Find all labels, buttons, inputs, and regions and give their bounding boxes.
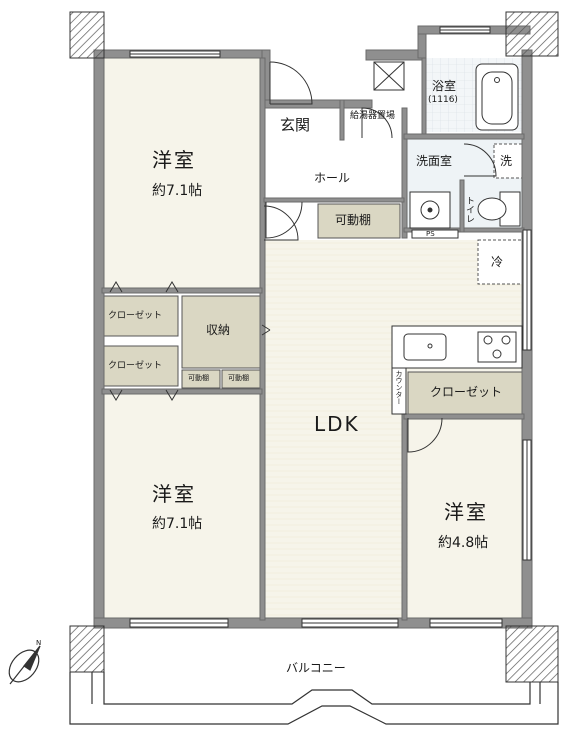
windows xyxy=(129,26,532,628)
western-room-bottom-size: 約7.1帖 xyxy=(152,516,203,532)
western-room-right-size: 約4.8帖 xyxy=(438,535,489,551)
water-heater-name: 給湯器置場 xyxy=(350,111,396,121)
closet-2-name: クローゼット xyxy=(108,361,163,371)
compass-label: N xyxy=(36,639,42,647)
western-room-top-size: 約7.1帖 xyxy=(152,183,203,199)
floor-western-room-right xyxy=(408,418,524,620)
doors xyxy=(109,61,497,453)
storage-shelf-2-name: 可動棚 xyxy=(228,374,249,382)
counter-name: カウンター xyxy=(395,370,403,405)
entrance-name: 玄関 xyxy=(280,116,311,134)
storage-name: 収納 xyxy=(206,323,231,337)
washer-space xyxy=(493,143,523,179)
fridge-name: 冷 xyxy=(491,255,504,269)
fixtures xyxy=(373,61,523,415)
western-room-top-name: 洋室 xyxy=(152,148,196,172)
stove xyxy=(477,331,517,363)
fridge-space xyxy=(477,239,523,285)
washroom-name: 洗面室 xyxy=(416,154,453,168)
closet-3-block xyxy=(407,371,523,417)
floor-entrance xyxy=(264,108,340,146)
storage-block xyxy=(181,295,261,369)
movable-shelf-hall-block xyxy=(317,203,401,239)
columns xyxy=(69,11,559,683)
kitchen-sink xyxy=(403,333,447,361)
floors xyxy=(102,58,524,620)
floor-western-room-top xyxy=(102,58,262,290)
closet-1-name: クローゼット xyxy=(108,311,163,321)
bathroom-name: 浴室 xyxy=(432,79,457,93)
bathroom-code: (1116) xyxy=(428,95,458,105)
compass xyxy=(8,645,41,685)
ps-name: PS xyxy=(426,230,435,238)
balcony xyxy=(69,672,559,725)
hall-name: ホール xyxy=(314,171,351,185)
storage-shelf-1-name: 可動棚 xyxy=(188,374,209,382)
toilet-name: トイレ xyxy=(464,196,474,223)
ldk-name: LDK xyxy=(314,412,360,436)
closet-3-name: クローゼット xyxy=(430,385,503,399)
western-room-bottom-name: 洋室 xyxy=(152,482,196,506)
movable-shelf-hall-name: 可動棚 xyxy=(335,213,372,227)
storage-shelf-1-block xyxy=(181,369,221,389)
western-room-right-name: 洋室 xyxy=(444,500,488,524)
closet-2-block xyxy=(103,345,179,387)
bathtub xyxy=(475,63,519,131)
washer-name: 洗 xyxy=(500,154,513,168)
storage-blocks xyxy=(103,143,523,417)
ps-box xyxy=(411,229,459,239)
balcony-name: バルコニー xyxy=(286,661,346,675)
closet-1-block xyxy=(103,295,179,337)
floor-western-room-bottom xyxy=(102,392,262,620)
floor-hall xyxy=(262,138,404,202)
kitchen-bar-counter xyxy=(391,367,407,415)
